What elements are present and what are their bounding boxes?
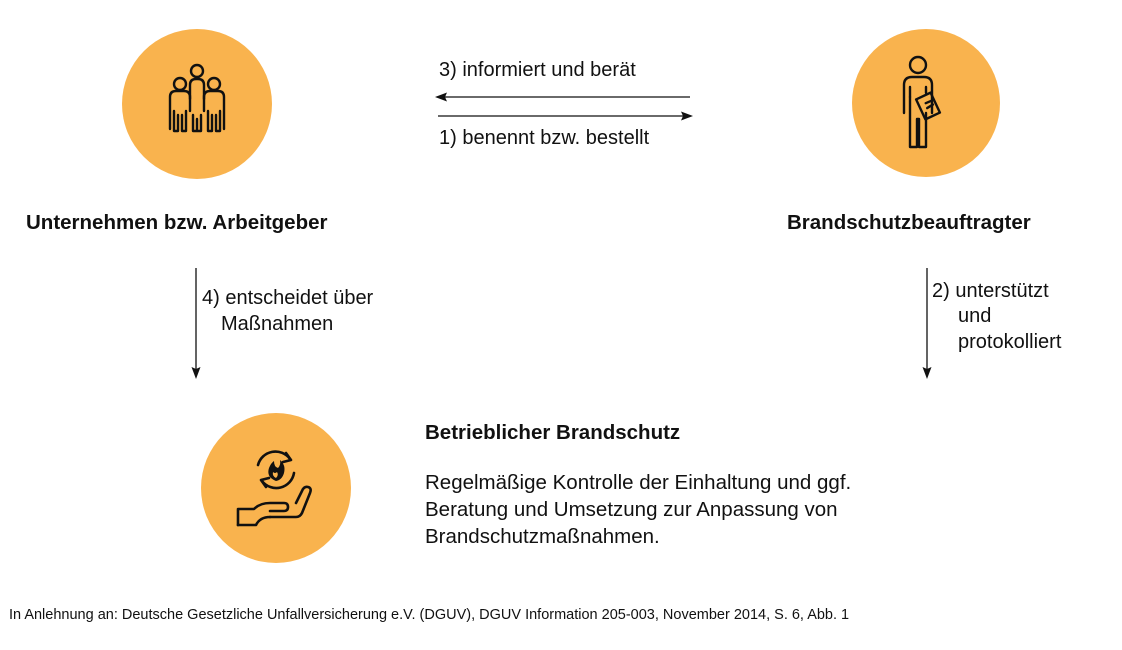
person-with-clipboard-icon (902, 55, 942, 149)
arrow-appoints (438, 111, 693, 121)
fire-protection-title: Betrieblicher Brandschutz (425, 421, 681, 444)
fire-protection-description: Regelmäßige Kontrolle der Einhaltung und… (425, 469, 851, 550)
appoints-label: 1) benennt bzw. bestellt (439, 127, 650, 149)
officer-circle (852, 29, 1000, 177)
supports-label-line2: und (958, 305, 992, 327)
group-of-people-icon (168, 63, 226, 133)
arrow-supports (922, 268, 932, 379)
description-line: Brandschutzmaßnahmen. (425, 525, 660, 548)
decides-label-line1: 4) entscheidet über (202, 287, 374, 309)
description-line: Beratung und Umsetzung zur Anpassung von (425, 498, 838, 521)
supports-label-line1: 2) unterstützt (932, 280, 1049, 302)
hand-holding-fire-cycle-icon (236, 450, 312, 527)
supports-label-line3: protokolliert (958, 331, 1062, 353)
description-line: Regelmäßige Kontrolle der Einhaltung und… (425, 471, 852, 494)
decides-label-line2: Maßnahmen (221, 313, 334, 335)
employer-circle (122, 29, 272, 179)
source-citation: In Anlehnung an: Deutsche Gesetzliche Un… (9, 607, 850, 623)
employer-title: Unternehmen bzw. Arbeitgeber (26, 211, 328, 234)
arrow-decides (191, 268, 201, 379)
informs-label: 3) informiert und berät (439, 59, 636, 81)
officer-title: Brandschutzbeauftragter (787, 211, 1031, 234)
fire-protection-circle (201, 413, 351, 563)
arrow-informs (435, 92, 690, 102)
